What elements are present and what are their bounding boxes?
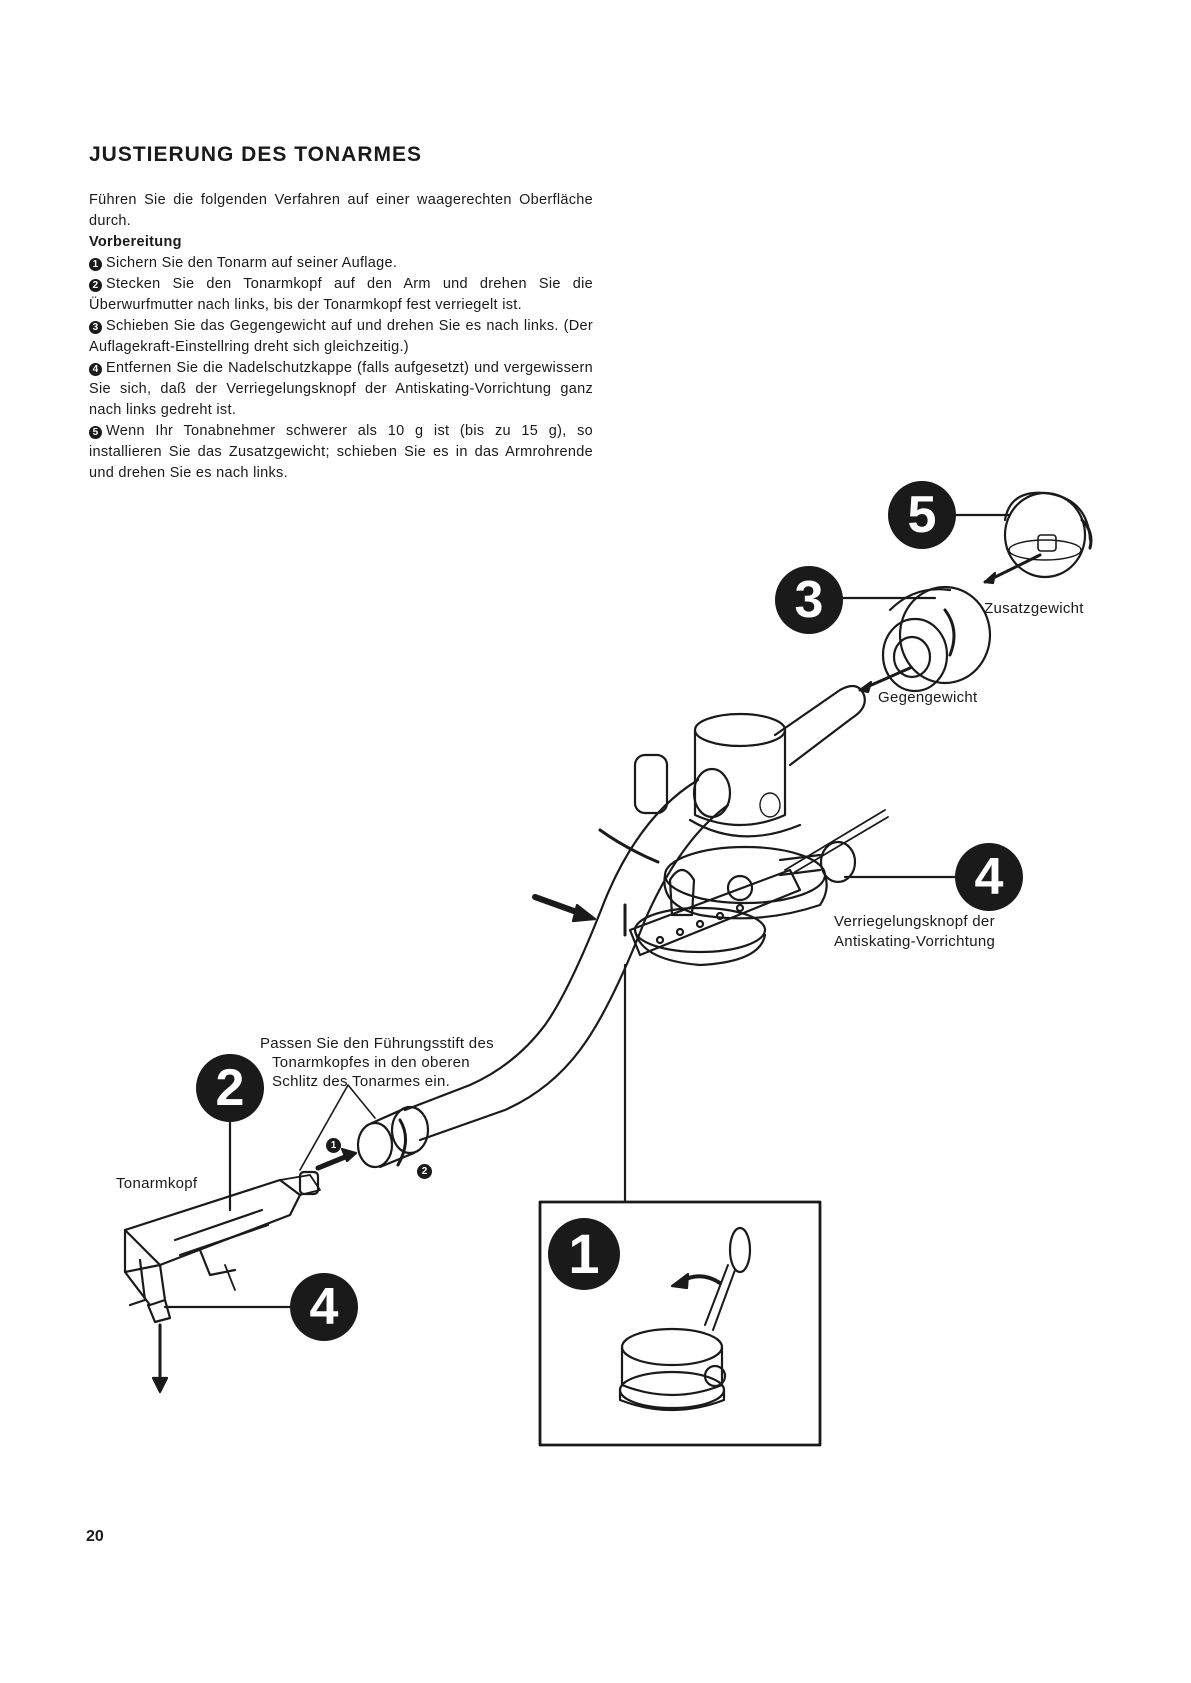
label-guide-2: Tonarmkopfes in den oberen	[272, 1054, 470, 1071]
arm-lift-drawing	[623, 868, 802, 957]
label-antiskating-2: Antiskating-Vorrichtung	[834, 933, 996, 950]
label-guide-1: Passen Sie den Führungsstift des	[260, 1035, 494, 1052]
step-number-badge: 5	[89, 426, 102, 439]
arm-rest-inset-drawing	[538, 1200, 822, 1447]
small-badge-2: 2	[417, 1164, 432, 1179]
callout-badge-1: 1	[548, 1218, 620, 1290]
headshell-drawing	[123, 1170, 321, 1394]
pivot-housing-drawing	[598, 712, 889, 967]
callout-badge-5: 5	[888, 481, 956, 549]
label-gegengewicht: Gegengewicht	[878, 689, 978, 706]
small-badge-1: 1	[326, 1138, 341, 1153]
slot-arrow-drawing	[532, 894, 597, 923]
callout-badge-3: 3	[775, 566, 843, 634]
step-text: Entfernen Sie die Nadelschutzkappe (fall…	[89, 360, 593, 418]
callout-badge-4-right: 4	[955, 843, 1023, 911]
step-number-badge: 2	[89, 279, 102, 292]
coupling-nut-drawing	[315, 1105, 430, 1171]
step-number-badge: 4	[89, 363, 102, 376]
step-number-badge: 1	[89, 258, 102, 271]
subheading: Vorbereitung	[89, 234, 182, 250]
callout-badge-2: 2	[196, 1054, 264, 1122]
step-1: 1 Sichern Sie den Tonarm auf seiner Aufla…	[89, 253, 593, 274]
counterweight-drawing	[858, 585, 992, 694]
label-tonarmkopf: Tonarmkopf	[116, 1175, 198, 1192]
guide-pin-callout-lines	[299, 1084, 376, 1171]
callout-badge-4-left: 4	[290, 1273, 358, 1341]
main-arm-tube-drawing	[403, 767, 732, 1142]
instructions-block: Führen Sie die folgenden Verfahren auf e…	[89, 190, 593, 484]
step-text: Sichern Sie den Tonarm auf seiner Auflag…	[106, 255, 398, 271]
label-guide-3: Schlitz des Tonarmes ein.	[272, 1073, 451, 1090]
step-text: Wenn Ihr Tonabnehmer schwerer als 10 g i…	[89, 423, 593, 481]
step-number-badge: 3	[89, 321, 102, 334]
section-heading: JUSTIERUNG DES TONARMES	[89, 143, 422, 166]
intro-text: Führen Sie die folgenden Verfahren auf e…	[89, 192, 593, 229]
callout-lines	[163, 513, 1012, 1309]
label-zusatzgewicht: Zusatzgewicht	[984, 600, 1084, 617]
step-text: Schieben Sie das Gegengewicht auf und dr…	[89, 318, 593, 355]
step-text: Stecken Sie den Tonarmkopf auf den Arm u…	[89, 276, 593, 313]
page-number: 20	[86, 1528, 104, 1545]
rear-arm-tube-drawing	[773, 684, 866, 767]
auxiliary-weight-drawing	[983, 491, 1093, 585]
label-antiskating-1: Verriegelungsknopf der	[834, 913, 995, 930]
